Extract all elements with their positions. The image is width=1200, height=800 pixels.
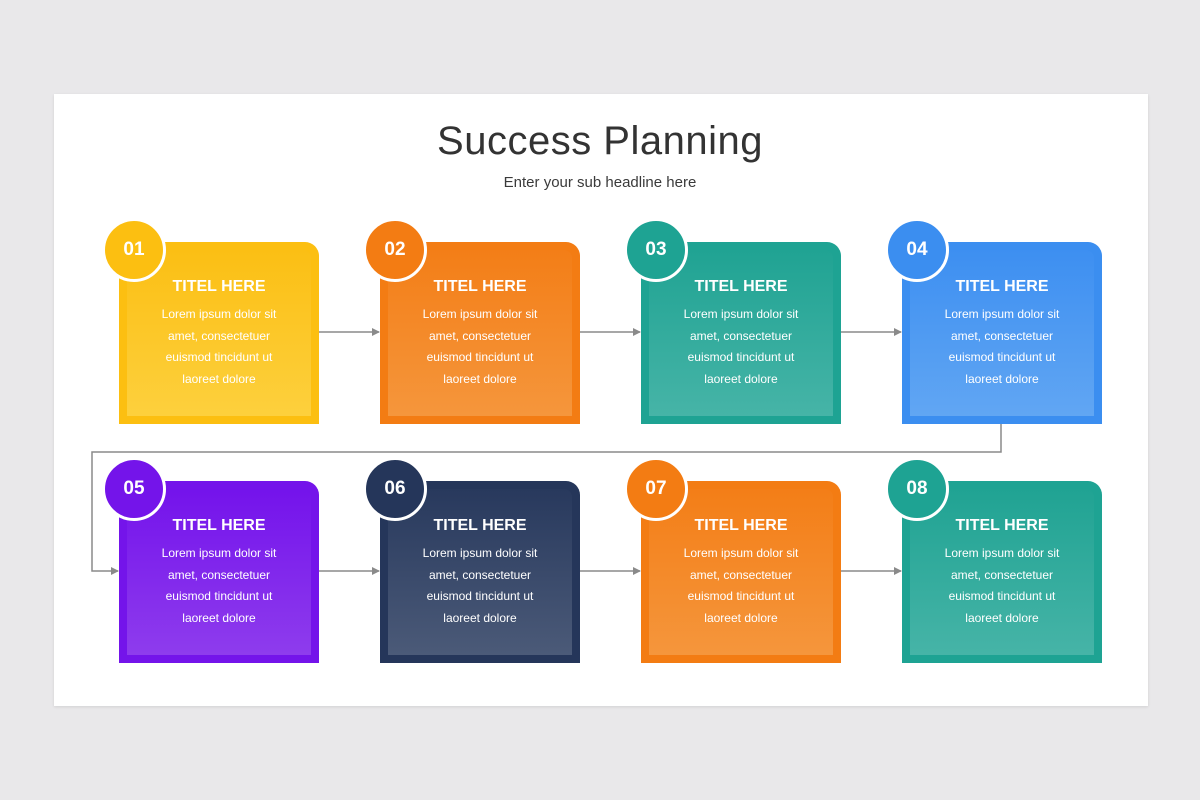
step-title: TITEL HERE xyxy=(433,278,527,295)
step-text-line: Lorem ipsum dolor sit xyxy=(422,307,538,321)
step-card-08: TITEL HERE Lorem ipsum dolor sit amet, c… xyxy=(902,481,1102,663)
step-text-line: amet, consectetuer xyxy=(167,328,271,343)
step-description: Lorem ipsum dolor sit amet, consectetuer… xyxy=(119,304,319,390)
step-title: TITEL HERE xyxy=(694,517,788,534)
step-text-line: laoreet dolore xyxy=(965,610,1039,625)
step-text-line: euismod tincidunt ut xyxy=(426,589,534,604)
step-text-line: laoreet dolore xyxy=(182,371,256,386)
step-number-badge-04: 04 xyxy=(885,218,949,282)
step-title: TITEL HERE xyxy=(694,278,788,295)
step-number-badge-05: 05 xyxy=(102,457,166,521)
page-title: Success Planning xyxy=(437,119,763,163)
step-text-line: amet, consectetuer xyxy=(689,328,793,343)
step-title: TITEL HERE xyxy=(172,517,266,534)
step-text-line: Lorem ipsum dolor sit xyxy=(944,307,1060,321)
step-text-line: euismod tincidunt ut xyxy=(948,589,1056,604)
card-inner xyxy=(388,489,572,655)
step-text-line: euismod tincidunt ut xyxy=(687,350,795,365)
step-text-line: laoreet dolore xyxy=(704,610,778,625)
step-title: TITEL HERE xyxy=(433,517,527,534)
card-inner xyxy=(649,489,833,655)
step-card-04: TITEL HERE Lorem ipsum dolor sit amet, c… xyxy=(902,242,1102,424)
step-description: Lorem ipsum dolor sit amet, consectetuer… xyxy=(119,543,319,629)
step-text-line: euismod tincidunt ut xyxy=(687,589,795,604)
step-number-badge-03: 03 xyxy=(624,218,688,282)
step-text-line: amet, consectetuer xyxy=(428,328,532,343)
step-text-line: euismod tincidunt ut xyxy=(165,350,273,365)
step-number-badge-08: 08 xyxy=(885,457,949,521)
step-description: Lorem ipsum dolor sit amet, consectetuer… xyxy=(902,304,1102,390)
step-title: TITEL HERE xyxy=(955,517,1049,534)
step-description: Lorem ipsum dolor sit amet, consectetuer… xyxy=(380,543,580,629)
step-text-line: euismod tincidunt ut xyxy=(165,589,273,604)
step-text-line: laoreet dolore xyxy=(182,610,256,625)
card-inner xyxy=(127,250,311,416)
step-title: TITEL HERE xyxy=(172,278,266,295)
step-text-line: amet, consectetuer xyxy=(428,567,532,582)
step-card-05: TITEL HERE Lorem ipsum dolor sit amet, c… xyxy=(119,481,319,663)
step-text-line: euismod tincidunt ut xyxy=(948,350,1056,365)
step-description: Lorem ipsum dolor sit amet, consectetuer… xyxy=(641,304,841,390)
page-subtitle: Enter your sub headline here xyxy=(503,174,697,191)
step-text-line: amet, consectetuer xyxy=(167,567,271,582)
step-description: Lorem ipsum dolor sit amet, consectetuer… xyxy=(641,543,841,629)
card-inner xyxy=(127,489,311,655)
step-text-line: euismod tincidunt ut xyxy=(426,350,534,365)
step-title: TITEL HERE xyxy=(955,278,1049,295)
step-text-line: laoreet dolore xyxy=(965,371,1039,386)
step-text-line: Lorem ipsum dolor sit xyxy=(683,307,799,321)
step-text-line: laoreet dolore xyxy=(704,371,778,386)
step-number-badge-01: 01 xyxy=(102,218,166,282)
card-inner xyxy=(649,250,833,416)
step-number-badge-02: 02 xyxy=(363,218,427,282)
card-inner xyxy=(388,250,572,416)
step-text-line: laoreet dolore xyxy=(443,610,517,625)
step-text-line: Lorem ipsum dolor sit xyxy=(161,546,277,560)
step-number-badge-07: 07 xyxy=(624,457,688,521)
step-text-line: Lorem ipsum dolor sit xyxy=(683,546,799,560)
card-inner xyxy=(910,489,1094,655)
step-text-line: amet, consectetuer xyxy=(689,567,793,582)
step-text-line: amet, consectetuer xyxy=(950,567,1054,582)
step-text-line: Lorem ipsum dolor sit xyxy=(944,546,1060,560)
step-number-badge-06: 06 xyxy=(363,457,427,521)
step-description: Lorem ipsum dolor sit amet, consectetuer… xyxy=(380,304,580,390)
step-text-line: amet, consectetuer xyxy=(950,328,1054,343)
step-description: Lorem ipsum dolor sit amet, consectetuer… xyxy=(902,543,1102,629)
step-text-line: Lorem ipsum dolor sit xyxy=(161,307,277,321)
card-inner xyxy=(910,250,1094,416)
step-text-line: Lorem ipsum dolor sit xyxy=(422,546,538,560)
step-text-line: laoreet dolore xyxy=(443,371,517,386)
